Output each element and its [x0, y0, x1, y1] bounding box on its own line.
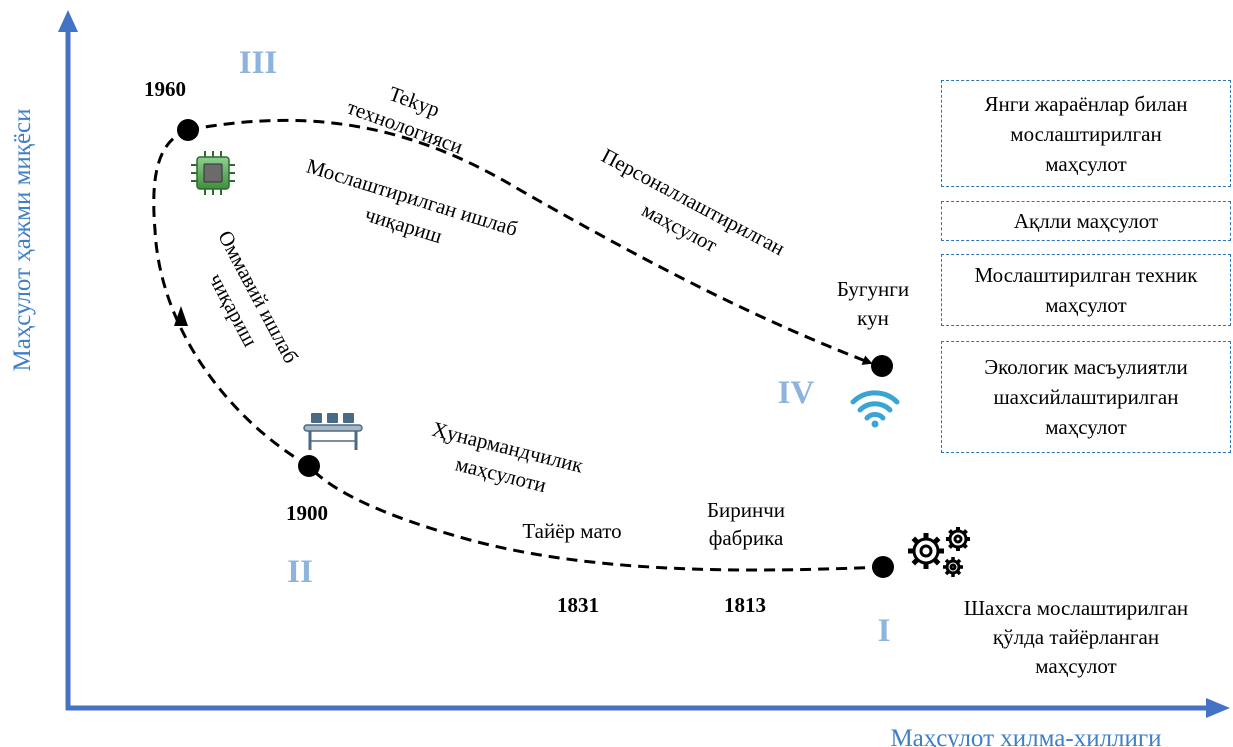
label-craft-product: Ҳунармандчиликмаҳсулоти: [423, 417, 586, 505]
label-first-factory-line: фабрика: [709, 526, 784, 550]
wifi-icon: [850, 390, 900, 428]
stage-roman-2: II: [287, 554, 313, 590]
label-individual-handmade-line: маҳсулот: [1035, 654, 1116, 678]
dot-1813: [872, 556, 894, 578]
label-tekup-technology: Tekypтехнологияси: [344, 69, 475, 158]
label-today: Бугунги кун: [837, 277, 909, 330]
year-1813: 1813: [724, 593, 766, 617]
label-today-line: кун: [857, 306, 889, 330]
label-mass-production: Оммавий ишлабчиқариш: [188, 226, 303, 380]
label-personalized-product: Персоналлаштирилганмаҳсулот: [584, 143, 789, 285]
label-individual-handmade-line: Шахсга мослаштирилган: [964, 596, 1188, 620]
curve-lower: [307, 465, 884, 572]
label-individual-handmade: Шахсга мослаштирилган қўлда тайёрланган ма…: [964, 596, 1188, 678]
label-today-line: Бугунги: [837, 277, 909, 301]
stage-roman-4: IV: [778, 375, 815, 411]
conveyor-icon: [303, 413, 363, 450]
curve-left: [152, 128, 310, 468]
dot-1900: [298, 455, 320, 477]
label-first-factory: Биринчи фабрика: [707, 498, 785, 550]
curve-upper: [187, 118, 873, 365]
dot-1960: [177, 119, 199, 141]
year-1900: 1900: [286, 501, 328, 525]
x-axis-arrow: [1206, 698, 1230, 718]
label-first-factory-line: Биринчи: [707, 498, 785, 522]
y-axis-arrow: [58, 10, 78, 32]
curve-arrow-up: [174, 306, 188, 326]
axes: [58, 10, 1230, 718]
stage-roman-3: III: [239, 45, 278, 81]
label-ready-cloth: Тайёр мато: [522, 519, 621, 543]
category-box-eco-personalized: Экологик масъулиятли шахсийлаштирилган м…: [941, 341, 1231, 453]
gears-icon: [908, 527, 970, 577]
y-axis-title: Маҳсулот ҳажми миқёси: [9, 108, 36, 371]
category-box-new-processes: Янги жараёнлар билан мослаштирилган маҳс…: [941, 80, 1231, 187]
chip-icon: [191, 151, 235, 195]
stage-roman-1: I: [878, 613, 891, 649]
x-axis-title: Маҳсулот хилма-хиллиги: [890, 725, 1161, 747]
dot-today: [871, 355, 893, 377]
category-box-technical-product: Мослаштирилган техник маҳсулот: [941, 254, 1231, 326]
year-1831: 1831: [557, 593, 599, 617]
category-box-smart-product: Ақлли маҳсулот: [941, 201, 1231, 241]
label-individual-handmade-line: қўлда тайёрланган: [993, 625, 1159, 649]
year-1960: 1960: [144, 77, 186, 101]
evolution-curve: [152, 118, 884, 572]
